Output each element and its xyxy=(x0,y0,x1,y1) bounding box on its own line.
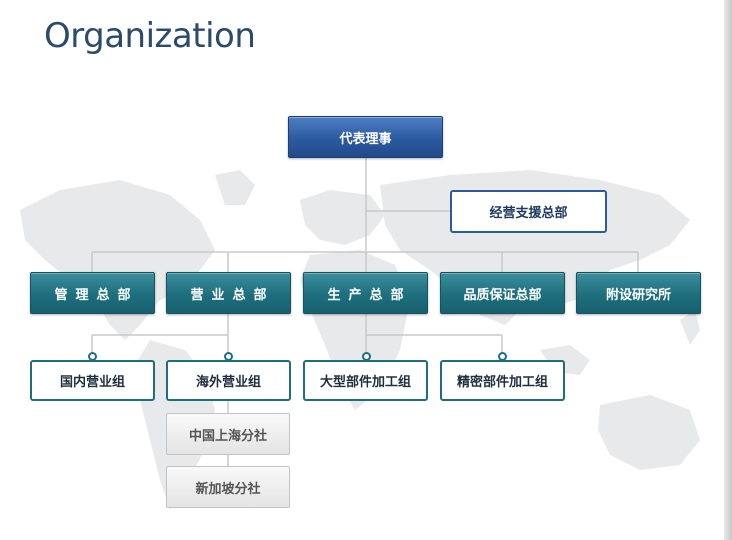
team-overseas-sales: 海外营业组 xyxy=(166,360,291,401)
division-production: 生产总部 xyxy=(303,272,428,314)
team-label: 国内营业组 xyxy=(59,375,125,390)
division-quality: 品质保证总部 xyxy=(440,272,565,314)
division-label: 品质保证总部 xyxy=(463,287,542,303)
division-label: 营业总部 xyxy=(190,287,275,303)
team-label: 海外营业组 xyxy=(195,375,261,390)
branch-singapore: 新加坡分社 xyxy=(166,466,290,508)
division-label: 附设研究所 xyxy=(605,287,671,303)
branch-label: 中国上海分社 xyxy=(188,428,267,444)
team-domestic-sales: 国内营业组 xyxy=(30,360,155,401)
page-right-border xyxy=(724,0,732,540)
ceo-box: 代表理事 xyxy=(288,116,443,158)
branch-shanghai: 中国上海分社 xyxy=(166,413,290,455)
team-large-parts: 大型部件加工组 xyxy=(303,360,428,401)
page-title: Organization xyxy=(44,16,256,56)
division-label: 生产总部 xyxy=(327,287,412,303)
team-precision-parts: 精密部件加工组 xyxy=(440,360,565,401)
division-research: 附设研究所 xyxy=(576,272,701,314)
ceo-label: 代表理事 xyxy=(339,131,392,147)
division-management: 管理总部 xyxy=(30,272,155,314)
division-sales: 营业总部 xyxy=(166,272,291,314)
support-hq-box: 经营支援总部 xyxy=(450,190,607,233)
support-hq-label: 经营支援总部 xyxy=(489,206,568,221)
branch-label: 新加坡分社 xyxy=(195,481,261,497)
team-label: 大型部件加工组 xyxy=(319,375,411,390)
team-label: 精密部件加工组 xyxy=(456,375,548,390)
division-label: 管理总部 xyxy=(54,287,139,303)
